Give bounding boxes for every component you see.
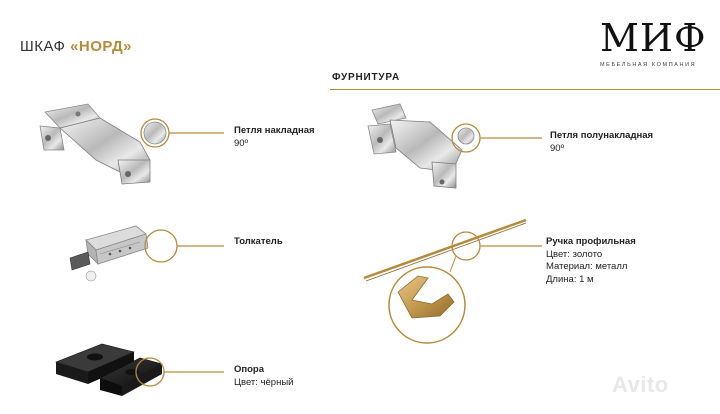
hinge-overlay-name: Петля накладная <box>234 125 315 136</box>
hinge-half-image <box>367 103 542 189</box>
pusher-name: Толкатель <box>234 236 283 247</box>
hinge-half-detail: 90º <box>550 142 565 154</box>
page-title: ШКАФ «НОРД» <box>20 38 132 55</box>
support-color: Цвет: чёрный <box>234 376 294 388</box>
handle-material: Материал: металл <box>546 261 628 272</box>
label-hinge-half: Петля полунакладная 90º <box>550 130 653 155</box>
section-divider <box>330 89 720 90</box>
hinge-overlay-image <box>39 103 224 185</box>
support-name: Опора <box>234 364 265 375</box>
section-title: ФУРНИТУРА <box>332 72 400 83</box>
handle-image <box>363 218 542 344</box>
support-image <box>55 343 224 396</box>
label-support: Опора Цвет: чёрный <box>234 364 293 389</box>
label-pusher: Толкатель <box>234 236 283 249</box>
title-prefix: ШКАФ <box>20 38 71 55</box>
hinge-overlay-detail: 90º <box>234 137 249 149</box>
handle-length: Длина: 1 м <box>546 273 594 285</box>
company-logo: МИФ МЕБЕЛЬНАЯ КОМПАНИЯ <box>600 16 707 68</box>
pusher-image <box>69 225 224 282</box>
title-accent: «НОРД» <box>70 38 133 55</box>
hinge-half-name: Петля полунакладная <box>550 130 654 141</box>
watermark: Avito <box>612 372 669 397</box>
handle-name: Ручка профильная <box>546 236 636 247</box>
logo-sub-text: МЕБЕЛЬНАЯ КОМПАНИЯ <box>600 62 697 68</box>
logo-main-text: МИФ <box>600 16 707 60</box>
label-handle: Ручка профильная Цвет: золото Материал: … <box>546 236 636 286</box>
label-hinge-overlay: Петля накладная 90º <box>234 125 315 150</box>
handle-color: Цвет: золото <box>546 248 603 260</box>
